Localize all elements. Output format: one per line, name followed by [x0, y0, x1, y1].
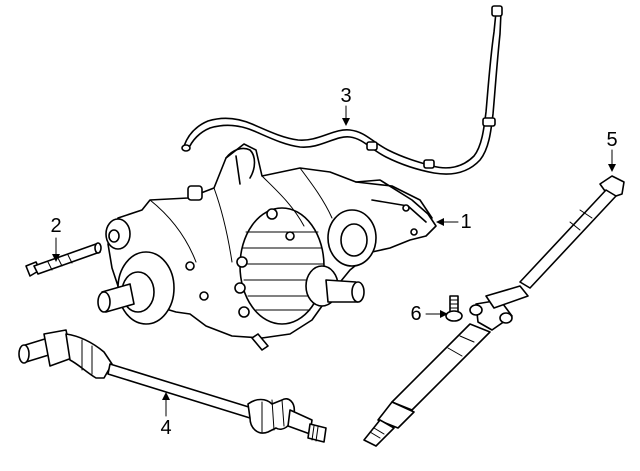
bolt-washer — [445, 310, 463, 322]
mount-hole — [410, 228, 418, 236]
callout-3: 3 — [340, 85, 352, 107]
callout-5: 5 — [606, 129, 618, 151]
front-tube — [519, 189, 617, 289]
leader-arrow-3 — [342, 118, 350, 126]
bearing-bolt — [445, 295, 463, 322]
hose-clip — [366, 141, 378, 151]
hose-clip — [423, 159, 435, 169]
leader-arrow-4 — [162, 392, 170, 400]
outer-boot — [247, 398, 296, 434]
leader-arrow-6 — [440, 310, 448, 318]
callout-6: 6 — [410, 303, 422, 325]
leader-lines — [52, 105, 616, 417]
axle-shaft — [18, 329, 327, 443]
drive-shaft — [363, 175, 625, 447]
hose-clip — [482, 117, 496, 127]
breather-post — [187, 185, 203, 201]
shaft-bar — [107, 363, 253, 419]
right-output-stub — [305, 265, 365, 307]
leader-arrow-5 — [608, 164, 616, 172]
vent-hose — [181, 5, 503, 175]
mount-hole — [402, 204, 410, 212]
callout-1: 1 — [460, 211, 472, 233]
bolt-shank — [33, 243, 101, 275]
leader-arrow-1 — [436, 218, 444, 226]
differential-housing — [105, 143, 437, 351]
inner-boot — [65, 333, 113, 379]
hose-end — [181, 144, 191, 152]
leader-arrow-2 — [52, 254, 60, 262]
bearing-bracket — [485, 285, 529, 309]
gear-case-cover — [239, 207, 325, 325]
rear-slip-yoke — [377, 401, 415, 429]
mounting-bolt — [25, 242, 102, 277]
rear-tube — [391, 323, 491, 411]
left-output-stub — [97, 251, 175, 325]
callout-2: 2 — [50, 215, 62, 237]
hose-fitting — [491, 5, 503, 17]
rear-spline — [363, 419, 395, 447]
drain-tab — [251, 333, 269, 351]
callout-4: 4 — [160, 417, 172, 439]
left-mount-bore — [108, 229, 120, 243]
right-output-seal — [340, 223, 368, 257]
cover-bolts — [185, 208, 295, 318]
